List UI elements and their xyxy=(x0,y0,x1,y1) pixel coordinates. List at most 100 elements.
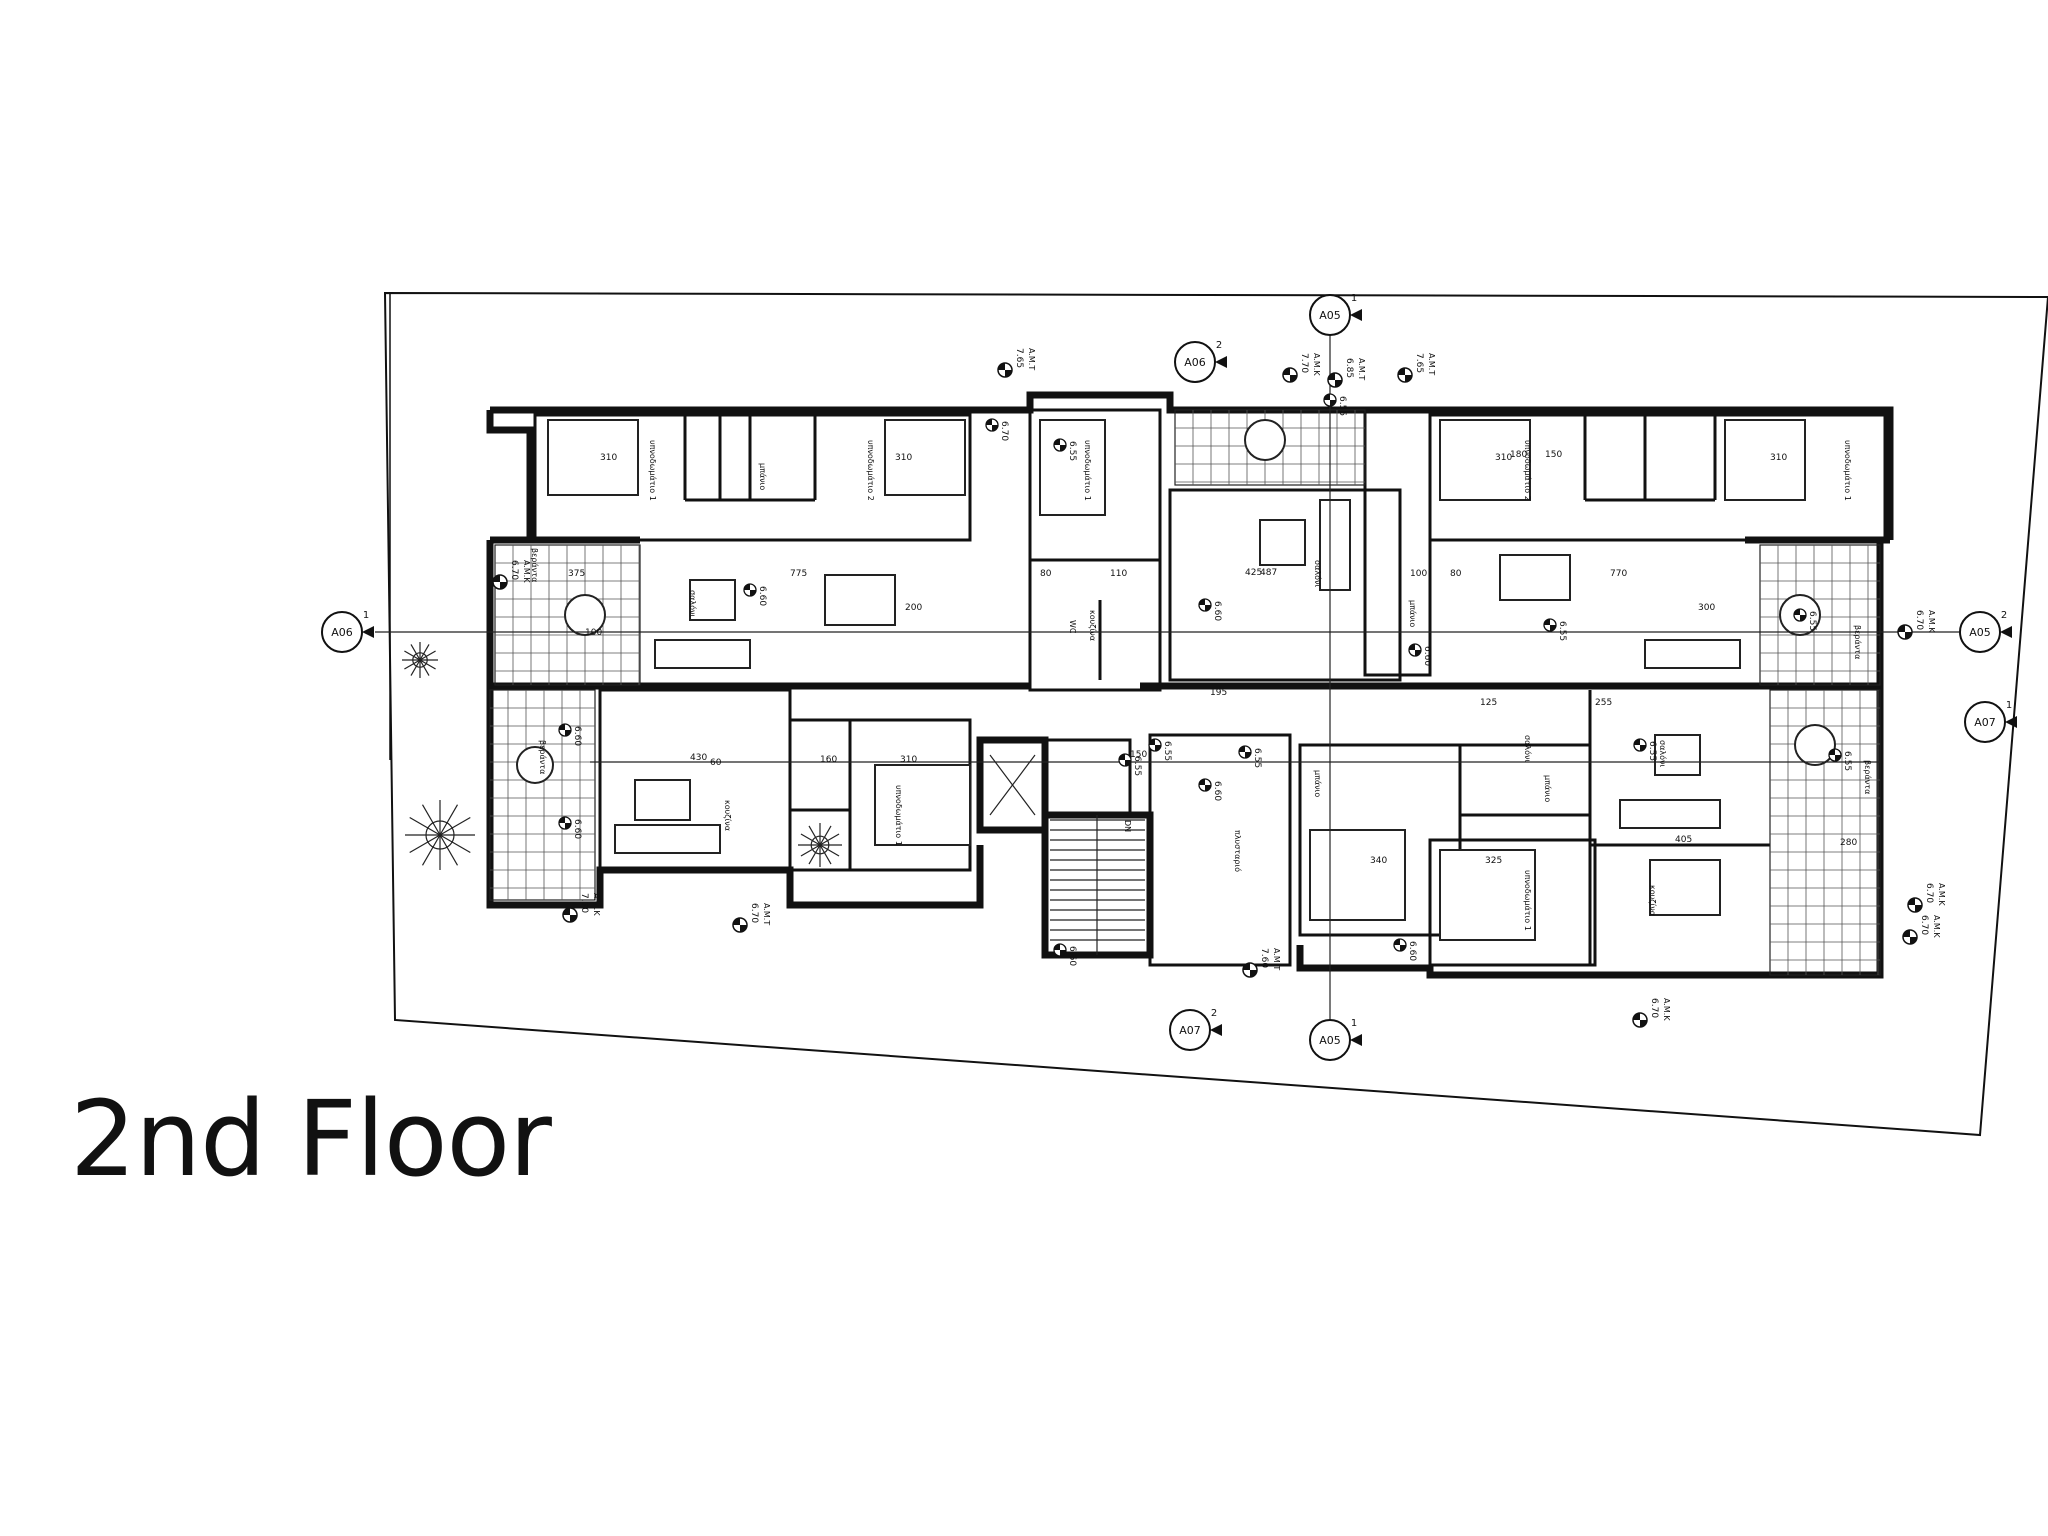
floor-level-mark: 6.60 xyxy=(743,583,767,606)
room-label: σαλόνι xyxy=(1658,740,1668,767)
room-label: υπνοδωμάτιο 2 xyxy=(866,440,875,501)
svg-text:6.60: 6.60 xyxy=(757,586,767,606)
room-label: υπνοδωμάτιο 2 xyxy=(1523,440,1532,501)
svg-text:6.60: 6.60 xyxy=(1422,646,1432,666)
section-marker-sec-a06-north: A06 2 xyxy=(1174,340,1227,383)
room-label: σαλόνι xyxy=(1313,560,1323,587)
section-number: 2 xyxy=(1216,340,1222,351)
svg-text:A.M.K: A.M.K xyxy=(592,893,601,916)
svg-text:6.70: 6.70 xyxy=(1919,915,1929,935)
svg-text:6.70: 6.70 xyxy=(749,903,759,923)
room-label: κουζίνα xyxy=(1648,885,1657,916)
section-marker-sec-a07-south: A07 2 xyxy=(1169,1008,1222,1051)
dimension-label: 325 xyxy=(1485,856,1502,866)
room-label: κουζίνα xyxy=(1088,610,1097,641)
dimension-label: 340 xyxy=(1370,856,1387,866)
room-label: βεράντα xyxy=(1853,625,1862,659)
section-code: A07 xyxy=(1179,1024,1201,1037)
dimension-label: 180 xyxy=(1510,450,1527,460)
floor-level-mark: 6.70 xyxy=(985,418,1009,441)
dimension-label: 310 xyxy=(600,453,617,463)
dimension-label: 375 xyxy=(568,569,585,579)
floor-level-mark: 6.55 xyxy=(1148,738,1172,761)
floor-level-mark: 6.60 xyxy=(558,723,582,746)
svg-text:6.60: 6.60 xyxy=(1212,601,1222,621)
svg-text:6.70: 6.70 xyxy=(1924,883,1934,903)
floor-level-mark: 6.55 xyxy=(1323,393,1347,416)
svg-text:A.M.K: A.M.K xyxy=(1932,915,1941,938)
svg-text:6.55: 6.55 xyxy=(1132,756,1142,776)
floor-level-mark: 6.55 xyxy=(1828,748,1852,771)
room-label: μπάνιο xyxy=(1408,600,1417,627)
svg-text:6.60: 6.60 xyxy=(1407,941,1417,961)
floor-level-mark: 6.55 xyxy=(1238,745,1262,768)
svg-text:A.M.T: A.M.T xyxy=(1357,358,1366,380)
svg-text:6.60: 6.60 xyxy=(1067,946,1077,966)
svg-text:6.55: 6.55 xyxy=(1162,741,1172,761)
room-label: υπνοδωμάτιο 1 xyxy=(894,785,903,846)
floor-title: 2nd Floor xyxy=(70,1078,552,1200)
dimension-label: 80 xyxy=(1450,569,1462,579)
section-code: A06 xyxy=(1184,356,1206,369)
section-axis-lines xyxy=(375,315,1985,1040)
section-number: 2 xyxy=(1211,1008,1217,1019)
svg-text:7.60: 7.60 xyxy=(1259,948,1269,968)
room-label: DN xyxy=(1123,820,1132,832)
room-label: WC xyxy=(1068,620,1077,634)
svg-text:A.M.K: A.M.K xyxy=(1927,610,1936,633)
svg-text:6.60: 6.60 xyxy=(572,819,582,839)
room-label: πλυσταριό xyxy=(1233,830,1243,872)
dimension-label: 487 xyxy=(1260,568,1277,578)
furniture xyxy=(516,419,1836,955)
svg-text:6.55: 6.55 xyxy=(1337,396,1347,416)
room-label: μπάνιο xyxy=(1313,770,1322,797)
svg-text:7.70: 7.70 xyxy=(579,893,589,913)
dimension-label: 150 xyxy=(1545,450,1562,460)
svg-text:A.M.K: A.M.K xyxy=(1662,998,1671,1021)
section-code: A05 xyxy=(1319,309,1341,322)
section-number: 1 xyxy=(2006,700,2012,711)
floor-level-mark: 6.55 xyxy=(1053,438,1077,461)
dimension-label: 60 xyxy=(710,758,722,768)
svg-text:A.M.K: A.M.K xyxy=(1937,883,1946,906)
svg-text:A.M.T: A.M.T xyxy=(1027,348,1036,370)
section-code: A05 xyxy=(1319,1034,1341,1047)
floor-level-mark: 6.55 xyxy=(1633,738,1657,761)
dimension-label: 310 xyxy=(900,755,917,765)
dimension-label: 280 xyxy=(1840,838,1857,848)
dimension-label: 110 xyxy=(1110,569,1127,579)
floor-level-mark: 6.60 xyxy=(1393,938,1417,961)
dimension-label: 150 xyxy=(1130,750,1147,760)
floor-level-mark: 6.60 xyxy=(1198,598,1222,621)
room-label: κουζίνα xyxy=(723,800,732,831)
section-code: A07 xyxy=(1974,716,1996,729)
floor-level-mark: 6.60 xyxy=(558,816,582,839)
dimension-label: 405 xyxy=(1675,835,1692,845)
dimension-label: 100 xyxy=(585,628,602,638)
dimension-label: 100 xyxy=(1410,569,1427,579)
section-code: A05 xyxy=(1969,626,1991,639)
dimension-label: 200 xyxy=(905,603,922,613)
room-label: υπνοδωμάτιο 1 xyxy=(648,440,657,501)
svg-text:A.M.T: A.M.T xyxy=(1427,353,1436,375)
svg-text:6.55: 6.55 xyxy=(1842,751,1852,771)
room-label: βεράντα xyxy=(538,740,547,774)
svg-text:7.65: 7.65 xyxy=(1014,348,1024,368)
dimension-label: 425 xyxy=(1245,568,1262,578)
building-walls xyxy=(486,391,1894,979)
svg-text:6.55: 6.55 xyxy=(1067,441,1077,461)
floor-level-mark: 6.55 xyxy=(1118,753,1142,776)
svg-text:6.85: 6.85 xyxy=(1344,358,1354,378)
